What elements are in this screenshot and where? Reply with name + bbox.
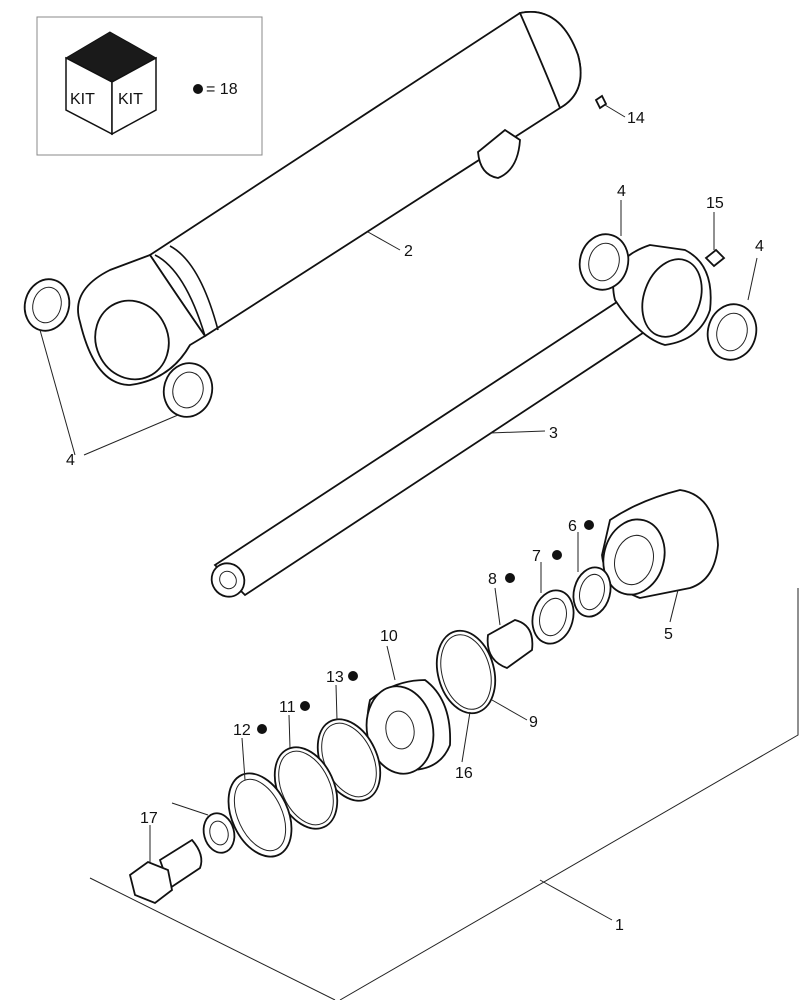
bushings — [23, 233, 758, 418]
piston-seal-rings — [227, 718, 382, 858]
callout-4-top: 4 — [617, 183, 626, 200]
kit-cube-icon: KIT KIT — [64, 31, 158, 136]
callout-17: 17 — [140, 810, 158, 827]
callout-12: 12 — [233, 722, 251, 739]
callout-3: 3 — [549, 425, 558, 442]
callout-9: 9 — [529, 714, 538, 731]
callout-15: 15 — [706, 195, 724, 212]
callout-6: 6 — [568, 518, 577, 535]
callout-4-right: 4 — [755, 238, 764, 255]
piston-rod — [210, 244, 712, 598]
kit-marker-8 — [505, 573, 515, 583]
kit-bullet-icon — [193, 84, 203, 94]
callout-16: 16 — [455, 765, 473, 782]
callout-10: 10 — [380, 628, 398, 645]
kit-face-left-label: KIT — [70, 91, 95, 108]
gland-seals — [486, 566, 612, 670]
kit-face-right-label: KIT — [118, 91, 143, 108]
callout-14: 14 — [627, 110, 645, 127]
callout-8: 8 — [488, 571, 497, 588]
callout-5: 5 — [664, 626, 673, 643]
kit-legend: KIT KIT = 18 — [36, 16, 263, 156]
kit-marker-12 — [257, 724, 267, 734]
kit-marker-6 — [584, 520, 594, 530]
kit-legend-text: = 18 — [206, 81, 238, 98]
callout-2: 2 — [404, 243, 413, 260]
bolt-and-washer — [128, 812, 236, 905]
callout-13: 13 — [326, 669, 344, 686]
rings — [435, 629, 497, 715]
grease-fittings — [594, 94, 726, 268]
callout-1: 1 — [615, 917, 624, 934]
kit-marker-13 — [348, 671, 358, 681]
cylinder-barrel — [77, 11, 582, 386]
kit-marker-7 — [552, 550, 562, 560]
kit-marker-11 — [300, 701, 310, 711]
leader-lines — [39, 104, 758, 921]
gland — [601, 489, 719, 599]
callout-11: 11 — [279, 699, 296, 716]
callout-7: 7 — [532, 548, 541, 565]
callout-4-left: 4 — [66, 452, 75, 469]
